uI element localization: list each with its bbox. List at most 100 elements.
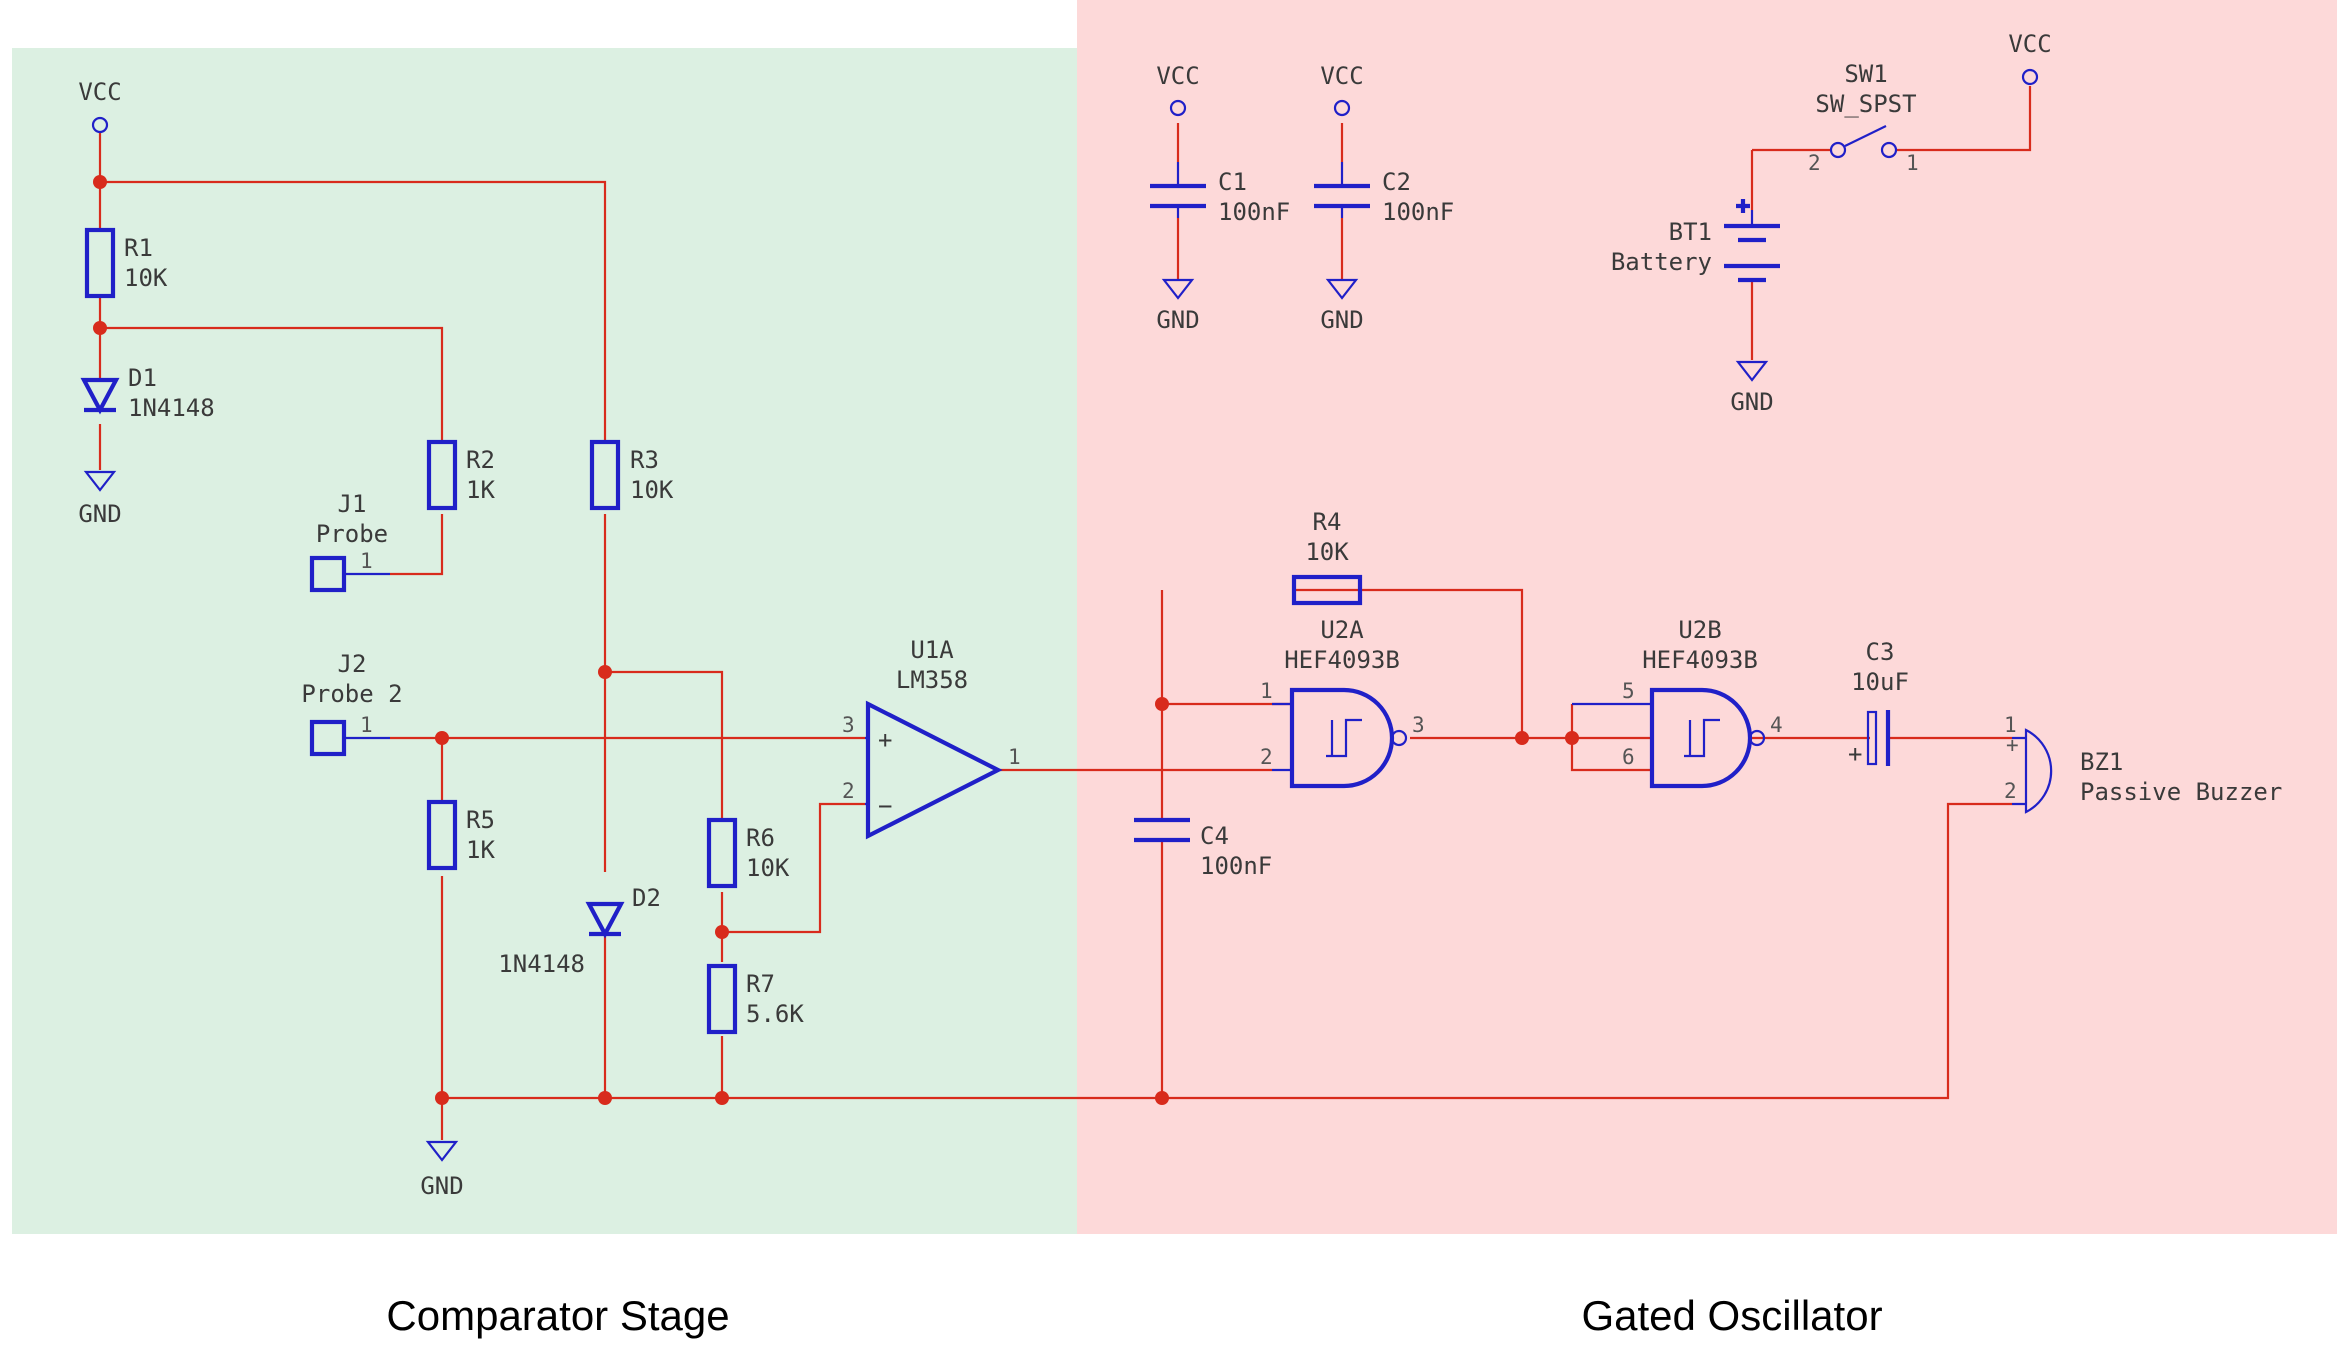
svg-text:J2: J2 xyxy=(338,650,367,678)
svg-text:1: 1 xyxy=(1906,151,1919,175)
resistor-r3: R3 10K xyxy=(589,439,674,511)
svg-text:U1A: U1A xyxy=(910,636,954,664)
switch-sw1: SW1 SW_SPST 2 1 xyxy=(1808,60,1919,175)
svg-text:BT1: BT1 xyxy=(1669,218,1712,246)
svg-text:R5: R5 xyxy=(466,806,495,834)
svg-text:10uF: 10uF xyxy=(1851,668,1909,696)
svg-text:10K: 10K xyxy=(1305,538,1349,566)
svg-text:10K: 10K xyxy=(124,264,168,292)
svg-text:Probe 2: Probe 2 xyxy=(301,680,402,708)
svg-text:1: 1 xyxy=(1260,679,1273,703)
svg-text:1: 1 xyxy=(360,713,373,737)
svg-text:+: + xyxy=(878,726,892,754)
diode-d2: D2 1N4148 xyxy=(498,884,661,978)
svg-text:R7: R7 xyxy=(746,970,775,998)
svg-text:Probe: Probe xyxy=(316,520,388,548)
svg-text:VCC: VCC xyxy=(1320,62,1363,90)
diode-d1: D1 1N4148 xyxy=(80,364,215,422)
svg-text:10K: 10K xyxy=(630,476,674,504)
vcc-symbol-left: VCC xyxy=(78,78,122,134)
svg-text:J1: J1 xyxy=(338,490,367,518)
resistor-r5: R5 1K xyxy=(426,799,495,871)
svg-text:100nF: 100nF xyxy=(1200,852,1272,880)
svg-text:3: 3 xyxy=(1412,713,1425,737)
svg-text:C1: C1 xyxy=(1218,168,1247,196)
capacitor-c4: C4 100nF xyxy=(1134,817,1272,880)
svg-text:D2: D2 xyxy=(632,884,661,912)
svg-text:100nF: 100nF xyxy=(1218,198,1290,226)
svg-text:D1: D1 xyxy=(128,364,157,392)
svg-text:2: 2 xyxy=(1808,151,1821,175)
svg-text:100nF: 100nF xyxy=(1382,198,1454,226)
svg-text:U2B: U2B xyxy=(1678,616,1721,644)
resistor-r4: R4 10K xyxy=(1291,508,1363,606)
resistor-r6: R6 10K xyxy=(706,817,790,889)
svg-text:2: 2 xyxy=(2004,779,2017,803)
gnd-symbol-battery: GND xyxy=(1730,360,1774,416)
resistor-r7: R7 5.6K xyxy=(706,963,804,1035)
svg-text:C3: C3 xyxy=(1866,638,1895,666)
svg-text:GND: GND xyxy=(1730,388,1773,416)
svg-text:GND: GND xyxy=(420,1172,463,1200)
svg-text:1N4148: 1N4148 xyxy=(128,394,215,422)
svg-text:GND: GND xyxy=(78,500,121,528)
resistor-r1: R1 10K xyxy=(84,227,168,299)
svg-text:BZ1: BZ1 xyxy=(2080,748,2123,776)
svg-text:R4: R4 xyxy=(1313,508,1342,536)
svg-text:VCC: VCC xyxy=(1156,62,1199,90)
capacitor-c2: VCC GND C2 100nF xyxy=(1314,62,1454,334)
svg-text:Passive Buzzer: Passive Buzzer xyxy=(2080,778,2282,806)
svg-text:R1: R1 xyxy=(124,234,153,262)
svg-text:VCC: VCC xyxy=(2008,30,2051,58)
oscillator-region xyxy=(1077,0,2337,1234)
svg-text:SW_SPST: SW_SPST xyxy=(1815,90,1916,118)
svg-text:5: 5 xyxy=(1622,679,1635,703)
svg-text:HEF4093B: HEF4093B xyxy=(1284,646,1400,674)
resistor-r2: R2 1K xyxy=(426,439,495,511)
svg-text:C2: C2 xyxy=(1382,168,1411,196)
svg-text:1K: 1K xyxy=(466,836,495,864)
svg-text:Battery: Battery xyxy=(1611,248,1712,276)
comparator-region xyxy=(12,48,1077,1234)
svg-text:1: 1 xyxy=(2004,713,2017,737)
svg-text:10K: 10K xyxy=(746,854,790,882)
svg-text:+: + xyxy=(1848,740,1862,768)
svg-text:3: 3 xyxy=(842,713,855,737)
svg-text:+: + xyxy=(2006,733,2019,757)
svg-text:R6: R6 xyxy=(746,824,775,852)
svg-text:1: 1 xyxy=(1008,745,1021,769)
capacitor-c1: VCC GND C1 100nF xyxy=(1150,62,1290,334)
svg-text:1: 1 xyxy=(360,549,373,573)
svg-text:2: 2 xyxy=(842,779,855,803)
svg-text:VCC: VCC xyxy=(78,78,121,106)
gnd-symbol-d1: GND xyxy=(78,470,122,528)
svg-text:C4: C4 xyxy=(1200,822,1229,850)
nand-gate-u2a: 1 2 3 U2A HEF4093B xyxy=(1260,616,1425,789)
svg-text:R2: R2 xyxy=(466,446,495,474)
opamp-u1a: + − 3 2 1 U1A LM358 xyxy=(842,636,1021,840)
svg-text:LM358: LM358 xyxy=(896,666,968,694)
vcc-symbol-right: VCC xyxy=(2008,30,2052,86)
nand-gate-u2b: 5 6 4 U2B HEF4093B xyxy=(1572,616,1783,789)
svg-text:HEF4093B: HEF4093B xyxy=(1642,646,1758,674)
svg-text:U2A: U2A xyxy=(1320,616,1364,644)
capacitor-c3: + C3 10uF xyxy=(1848,638,1909,768)
caption-comparator-stage: Comparator Stage xyxy=(386,1292,729,1339)
svg-text:1K: 1K xyxy=(466,476,495,504)
battery-bt1: BT1 Battery xyxy=(1611,199,1780,283)
svg-text:5.6K: 5.6K xyxy=(746,1000,804,1028)
gnd-symbol-bottom: GND xyxy=(420,1140,464,1200)
svg-text:GND: GND xyxy=(1156,306,1199,334)
svg-text:GND: GND xyxy=(1320,306,1363,334)
svg-text:SW1: SW1 xyxy=(1844,60,1887,88)
svg-text:6: 6 xyxy=(1622,745,1635,769)
svg-text:R3: R3 xyxy=(630,446,659,474)
junction-dots xyxy=(93,175,1579,1105)
caption-gated-oscillator: Gated Oscillator xyxy=(1581,1292,1882,1339)
connector-j2: J2 Probe 2 1 xyxy=(301,650,403,757)
svg-text:2: 2 xyxy=(1260,745,1273,769)
buzzer-bz1: 1 2 + BZ1 Passive Buzzer xyxy=(2004,713,2282,814)
svg-text:−: − xyxy=(878,792,892,820)
svg-text:1N4148: 1N4148 xyxy=(498,950,585,978)
